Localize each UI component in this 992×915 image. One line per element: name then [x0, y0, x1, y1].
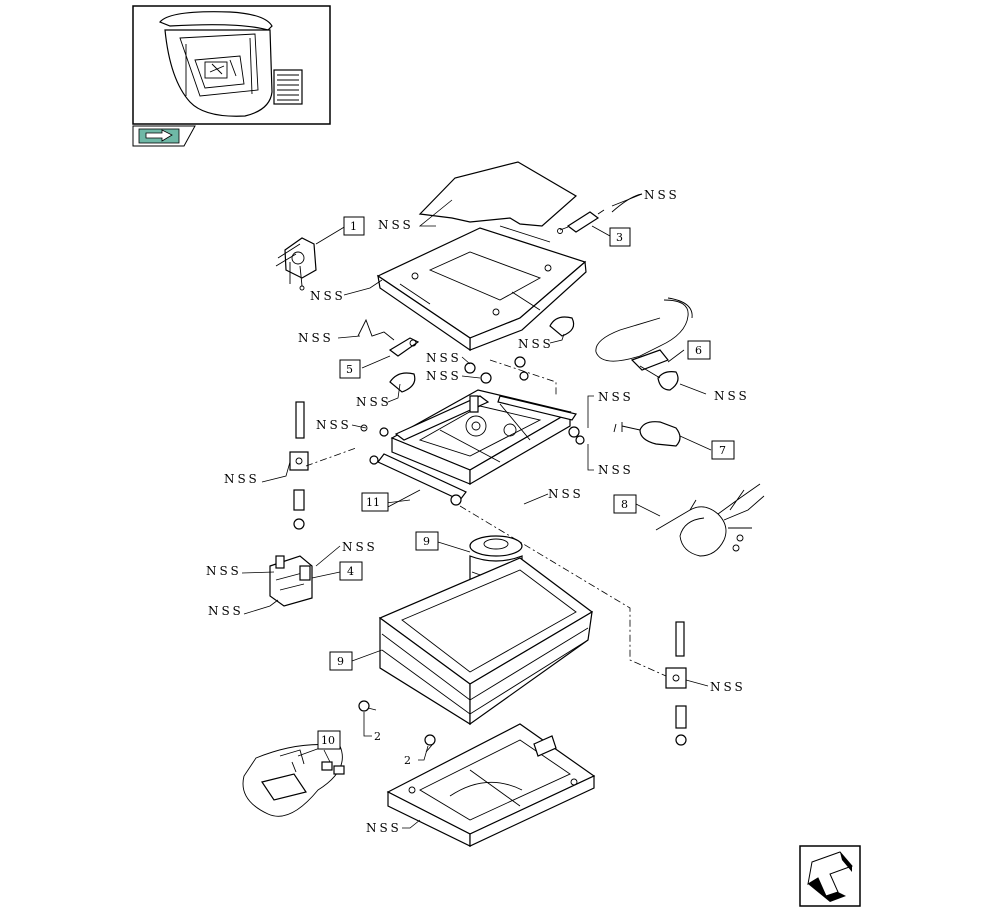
callout-3: 3: [609, 227, 631, 247]
center-bolt: [469, 395, 479, 413]
svg-text:1: 1: [350, 220, 357, 233]
nss-label: NSS: [426, 351, 462, 365]
part-7-shock-absorber: [613, 421, 681, 447]
callout-2-right: 2: [404, 754, 411, 767]
svg-text:8: 8: [621, 498, 628, 511]
callout-2-left: 2: [374, 730, 381, 743]
nss-label: NSS: [366, 821, 402, 835]
svg-text:9: 9: [337, 655, 344, 668]
nss-label: NSS: [518, 337, 554, 351]
callout-9-air-spring: 9: [415, 531, 439, 551]
knob-right-top: [549, 316, 575, 337]
nss-label: NSS: [426, 369, 462, 383]
part-10-switch-assembly: [242, 744, 345, 817]
seat-pan-cover: [418, 161, 578, 227]
part-5-bracket: [357, 318, 420, 357]
svg-text:10: 10: [321, 734, 335, 747]
part-1-adjuster-lever: [275, 237, 317, 291]
callout-10: 10: [317, 730, 341, 750]
part-4-adjuster-block: [269, 555, 313, 607]
callout-5: 5: [339, 359, 361, 379]
part-2-screw-right: [424, 734, 436, 753]
next-page-arrow-icon[interactable]: [132, 125, 196, 147]
nss-label: NSS: [598, 390, 634, 404]
svg-text:2: 2: [404, 754, 411, 767]
nss-labels: NSS NSS NSS NSS NSS NSS NSS NSS NSS NSS …: [206, 188, 750, 835]
leader-lines: [241, 193, 712, 829]
nss-label: NSS: [356, 395, 392, 409]
svg-text:11: 11: [366, 496, 380, 509]
nss-label: NSS: [710, 680, 746, 694]
callout-1: 1: [343, 216, 365, 236]
nss-label: NSS: [206, 564, 242, 578]
svg-text:5: 5: [346, 363, 353, 376]
nss-label: NSS: [224, 472, 260, 486]
seat-pan-frame: [376, 225, 587, 352]
callout-4: 4: [339, 561, 363, 581]
nss-label: NSS: [548, 487, 584, 501]
part-6-cable-handle: [595, 297, 693, 391]
callout-7: 7: [711, 440, 735, 460]
nss-label: NSS: [208, 604, 244, 618]
svg-text:6: 6: [695, 344, 702, 357]
nss-label: NSS: [644, 188, 680, 202]
knob-left: [389, 372, 416, 393]
nss-label: NSS: [310, 289, 346, 303]
seat-base-frame: [386, 723, 596, 847]
part-8-wire-harness: [655, 483, 765, 557]
svg-text:7: 7: [719, 444, 726, 457]
scissor-mechanism: [360, 389, 585, 506]
svg-text:2: 2: [374, 730, 381, 743]
left-pivot-hardware: [289, 401, 309, 530]
right-pivot-hardware: [665, 621, 687, 746]
nss-label: NSS: [714, 389, 750, 403]
callout-8: 8: [613, 494, 637, 514]
bushings-top: [464, 356, 529, 384]
svg-text:9: 9: [423, 535, 430, 548]
callout-9-bellows: 9: [329, 651, 353, 671]
part-2-screw-left: [358, 700, 377, 712]
part-11-shaft: [385, 489, 421, 509]
cab-thumbnail-icon[interactable]: [132, 5, 331, 125]
previous-page-arrow-icon[interactable]: [799, 845, 861, 907]
nss-label: NSS: [298, 331, 334, 345]
part-9-bellows: [378, 557, 594, 726]
nss-label: NSS: [342, 540, 378, 554]
nss-label: NSS: [598, 463, 634, 477]
callout-6: 6: [687, 340, 711, 360]
callout-11: 11: [361, 492, 389, 512]
svg-text:4: 4: [347, 565, 354, 578]
svg-text:3: 3: [616, 231, 623, 244]
alignment-lines: [305, 359, 667, 677]
nss-label: NSS: [378, 218, 414, 232]
nss-label: NSS: [316, 418, 352, 432]
